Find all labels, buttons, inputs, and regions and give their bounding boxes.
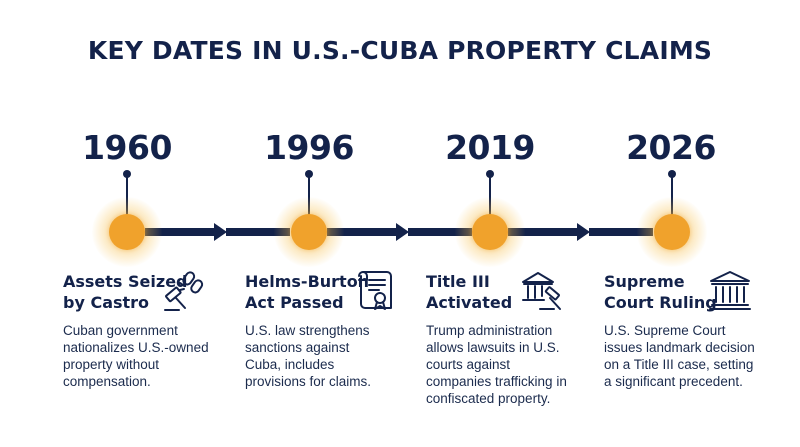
- event-title-3: Title III Activated: [426, 272, 513, 312]
- timeline-segment-3b: [589, 228, 653, 236]
- event-title-2: Helms-Burton Act Passed: [245, 272, 370, 312]
- page-title: KEY DATES IN U.S.-CUBA PROPERTY CLAIMS: [87, 36, 713, 65]
- stem-2: [308, 176, 310, 216]
- event-desc-4: U.S. Supreme Court issues landmark decis…: [604, 323, 755, 389]
- timeline-arrow-2: [396, 223, 409, 241]
- stem-4: [671, 176, 673, 216]
- timeline-segment-1a: [145, 228, 215, 236]
- year-1: 1960: [82, 128, 172, 167]
- milestone-dot-4: [654, 214, 690, 250]
- broken-chain-gavel-icon: [164, 271, 204, 311]
- timeline-arrow-3: [577, 223, 590, 241]
- event-desc-3: Trump administration allows lawsuits in …: [426, 323, 567, 406]
- milestone-dot-2: [291, 214, 327, 250]
- stem-dot-1: [123, 170, 131, 178]
- event-desc-2: U.S. law strengthens sanctions against C…: [245, 323, 372, 389]
- stem-dot-2: [305, 170, 313, 178]
- milestone-dot-3: [472, 214, 508, 250]
- timeline-segment-2a: [327, 228, 397, 236]
- year-2: 1996: [264, 128, 354, 167]
- supreme-court-building-icon: [709, 271, 751, 310]
- stem-dot-4: [668, 170, 676, 178]
- year-4: 2026: [626, 128, 716, 167]
- event-title-1: Assets Seized by Castro: [63, 272, 188, 312]
- document-seal-icon: [358, 271, 392, 310]
- year-3: 2019: [445, 128, 535, 167]
- courthouse-gavel-icon: [522, 272, 561, 310]
- timeline-segment-3a: [508, 228, 578, 236]
- stem-dot-3: [486, 170, 494, 178]
- stem-1: [126, 176, 128, 216]
- timeline-segment-1b: [226, 228, 290, 236]
- milestone-dot-1: [109, 214, 145, 250]
- timeline-arrow-1: [214, 223, 227, 241]
- event-desc-1: Cuban government nationalizes U.S.-owned…: [63, 323, 209, 389]
- stem-3: [489, 176, 491, 216]
- event-title-4: Supreme Court Ruling: [604, 272, 717, 312]
- timeline-segment-2b: [408, 228, 472, 236]
